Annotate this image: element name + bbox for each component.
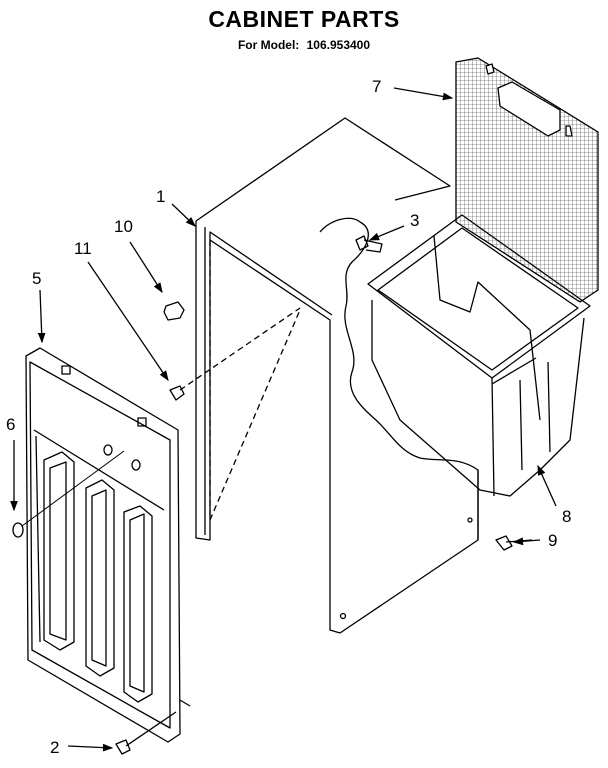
lid: [455, 57, 599, 303]
screw-9: [495, 535, 533, 551]
callout-7: 7: [372, 77, 381, 96]
screw-11: [169, 307, 301, 401]
callout-2: 2: [50, 738, 59, 757]
callout-3: 3: [410, 211, 419, 230]
callout-11: 11: [74, 239, 92, 258]
model-label: For Model:: [237, 38, 300, 52]
front-panel: [25, 347, 191, 743]
page-title: CABINET PARTS: [208, 6, 400, 32]
screw-2: [115, 711, 177, 755]
model-number: 106.953400: [306, 38, 371, 52]
callout-9: 9: [548, 531, 557, 550]
tub: [367, 214, 591, 497]
callout-8: 8: [562, 507, 571, 526]
cabinet-panel: [195, 117, 479, 634]
clip: [163, 301, 185, 321]
callout-5: 5: [32, 269, 41, 288]
cutaway-edge: [319, 217, 479, 540]
callout-1: 1: [156, 187, 165, 206]
bolt-3: [355, 235, 383, 253]
model-line: For Model: 106.953400: [0, 38, 608, 52]
callout-10: 10: [114, 217, 133, 236]
callout-6: 6: [6, 415, 15, 434]
plug: [12, 522, 24, 538]
